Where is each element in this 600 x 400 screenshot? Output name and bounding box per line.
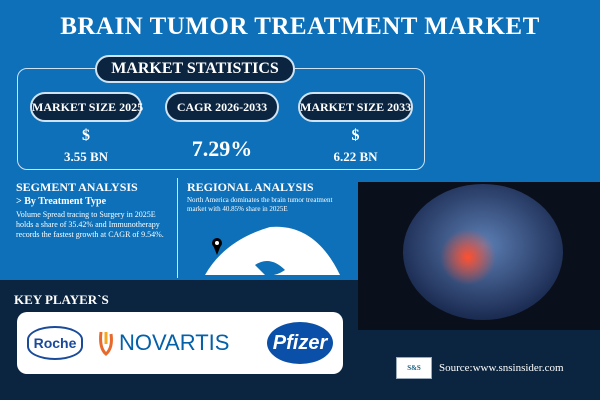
regional-heading: REGIONAL ANALYSIS [187, 180, 314, 194]
brain-image [358, 182, 600, 330]
market-size-2033-value: 6.22 BN [333, 149, 378, 164]
market-statistics-label: MARKET STATISTICS [95, 55, 295, 83]
dollar-sign: $ [351, 127, 360, 144]
sns-insider-logo: S&S [396, 357, 432, 379]
source-text: Source:www.snsinsider.com [439, 362, 564, 374]
novartis-flame-icon [99, 331, 113, 356]
key-players-heading: KEY PLAYER`S [14, 292, 109, 307]
cagr-label: CAGR 2026-2033 [165, 92, 279, 122]
pfizer-logo: Pfizer [267, 322, 333, 364]
cagr-value: 7.29% [191, 136, 253, 161]
segment-heading: SEGMENT ANALYSIS [16, 180, 138, 194]
market-size-2033-label: MARKET SIZE 2033 [298, 92, 413, 122]
dollar-sign: $ [82, 127, 90, 144]
roche-logo: Roche [27, 326, 83, 360]
segment-subheading: > By Treatment Type [16, 196, 107, 207]
divider [177, 178, 178, 278]
market-size-2025-value: 3.55 BN [63, 149, 109, 164]
world-map-icon [205, 226, 340, 276]
novartis-logo: NOVARTIS [119, 330, 230, 355]
regional-text: North America dominates the brain tumor … [187, 196, 333, 213]
key-players-logos: Roche NOVARTIS Pfizer [17, 312, 343, 374]
page-title: BRAIN TUMOR TREATMENT MARKET [60, 13, 540, 40]
segment-text: Volume Spread tracing to Surgery in 2025… [16, 210, 164, 239]
market-size-2025-label: MARKET SIZE 2025 [30, 92, 143, 122]
